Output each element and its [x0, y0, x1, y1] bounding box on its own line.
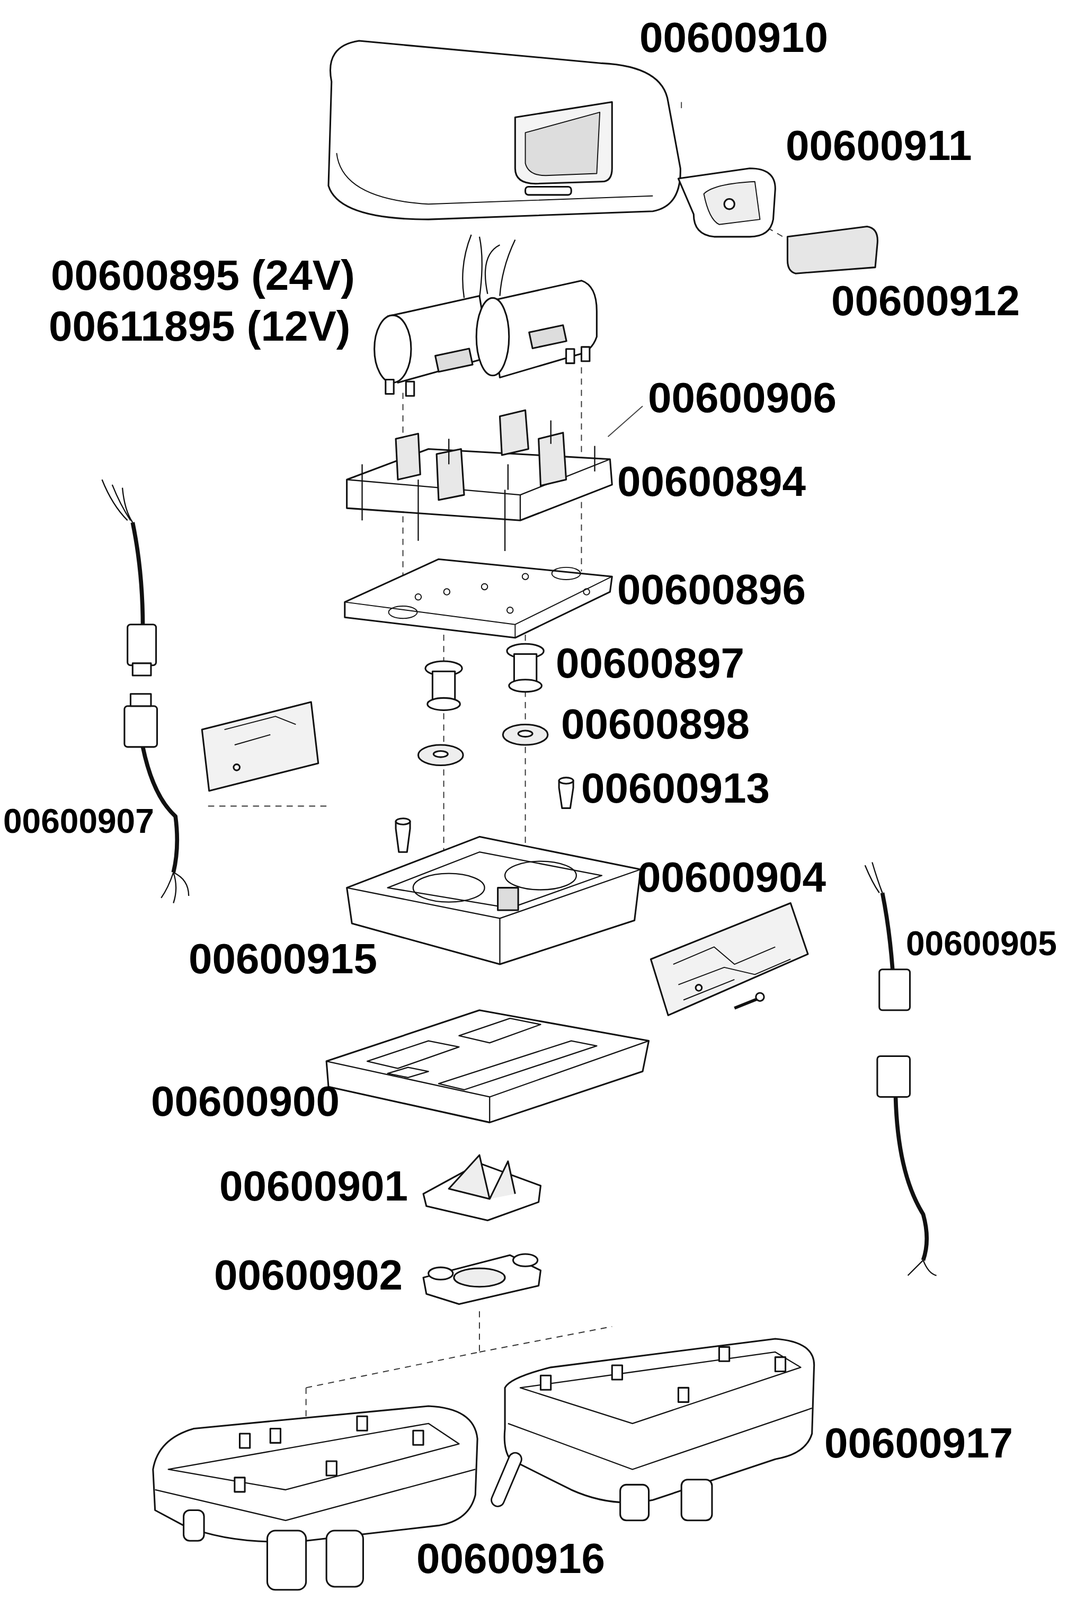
part-number: 00600911	[785, 124, 973, 167]
part-number: 00600910	[639, 16, 829, 59]
part-number: 00600907	[3, 804, 155, 839]
part-number: 00600916	[416, 1537, 606, 1580]
part-number: 00600912	[831, 279, 1020, 323]
part-number: 00600917	[824, 1421, 1013, 1465]
part-number: 00600895 (24V)	[50, 254, 355, 297]
part-number: 00600905	[905, 926, 1057, 961]
part-number: 00600915	[188, 937, 378, 981]
part-number: 00600906	[647, 376, 837, 420]
part-number: 00600902	[214, 1254, 403, 1297]
part-number: 00600913	[581, 767, 770, 810]
part-number: 00600894	[617, 460, 806, 503]
part-number: 00600904	[637, 856, 826, 899]
part-number: 00611895 (12V)	[48, 305, 351, 348]
part-number: 00600897	[555, 642, 745, 685]
part-number: 00600898	[561, 703, 750, 746]
part-number: 00600901	[219, 1165, 408, 1208]
part-number: 00600896	[617, 568, 806, 611]
part-number: 00600900	[150, 1080, 340, 1123]
